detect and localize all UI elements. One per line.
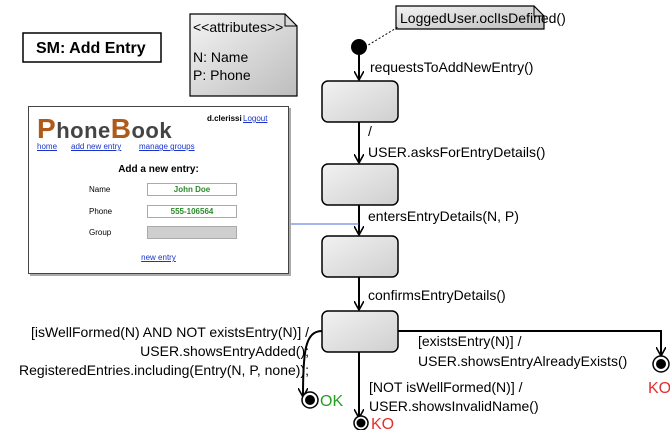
- group-label: Group: [89, 228, 112, 237]
- state-4: [321, 310, 399, 353]
- name-label: Name: [89, 185, 111, 194]
- transition-label: [isWellFormed(N) AND NOT existsEntry(N)]…: [31, 324, 309, 340]
- transition-label: RegisteredEntries.including(Entry(N, P, …: [19, 362, 309, 378]
- transition-label: [NOT isWellFormed(N)] /: [369, 379, 523, 395]
- transition-label: USER.showsEntryAlreadyExists(): [418, 353, 627, 369]
- phonebook-screenshot: PhoneBook d.clerissi Logout home add new…: [28, 106, 289, 274]
- final-state-ko-right: KO: [648, 355, 670, 397]
- form-heading: Add a new entry:: [118, 164, 199, 175]
- phone-field[interactable]: 555-106564: [147, 205, 237, 218]
- attributes-note-line: N: Name: [193, 49, 248, 65]
- transition-label: requestsToAddNewEntry(): [370, 59, 533, 75]
- svg-text:LoggedUser.oclIsDefined(): LoggedUser.oclIsDefined(): [400, 10, 566, 26]
- transition-label: USER.showsEntryAdded();: [140, 343, 309, 359]
- transition-arrow: [303, 330, 323, 396]
- group-field[interactable]: [147, 226, 237, 239]
- guard-note-connector: [364, 26, 399, 48]
- svg-text:KO: KO: [371, 416, 394, 430]
- initial-state: [351, 39, 367, 55]
- transition-label: USER.showsInvalidName(): [369, 398, 539, 414]
- svg-text:KO: KO: [648, 380, 670, 397]
- transition-label: confirmsEntryDetails(): [368, 287, 506, 303]
- guard-note: LoggedUser.oclIsDefined(): [395, 5, 566, 30]
- final-state-ko-middle: KO: [353, 415, 394, 430]
- attributes-note-header: <<attributes>>: [193, 19, 283, 35]
- diagram-title: SM: Add Entry: [22, 32, 162, 63]
- phonebook-logo: PhoneBook: [37, 113, 173, 144]
- new-entry-link[interactable]: new entry: [141, 253, 176, 262]
- nav-link-manage-groups[interactable]: manage groups: [139, 142, 195, 151]
- state-1: [321, 80, 399, 123]
- phone-label: Phone: [89, 207, 113, 216]
- username-label: d.clerissi: [207, 114, 242, 123]
- name-field[interactable]: John Doe: [147, 183, 237, 196]
- attributes-note-line: P: Phone: [193, 67, 251, 83]
- transition-label: entersEntryDetails(N, P): [368, 208, 519, 224]
- state-2: [321, 163, 399, 206]
- attributes-note: <<attributes>> N: Name P: Phone: [189, 13, 298, 97]
- nav-link-add-new-entry[interactable]: add new entry: [71, 142, 122, 151]
- transition-arrow: [398, 330, 661, 355]
- transition-label: USER.asksForEntryDetails(): [368, 144, 545, 160]
- svg-text:OK: OK: [320, 393, 343, 410]
- final-state-ok: OK: [301, 391, 343, 410]
- nav-link-home[interactable]: home: [37, 142, 58, 151]
- transition-label: [existsEntry(N)] /: [418, 333, 522, 349]
- svg-text:SM: Add Entry: SM: Add Entry: [36, 40, 146, 57]
- transition-label: /: [368, 123, 372, 139]
- logout-link[interactable]: Logout: [243, 114, 268, 123]
- state-3: [321, 235, 399, 278]
